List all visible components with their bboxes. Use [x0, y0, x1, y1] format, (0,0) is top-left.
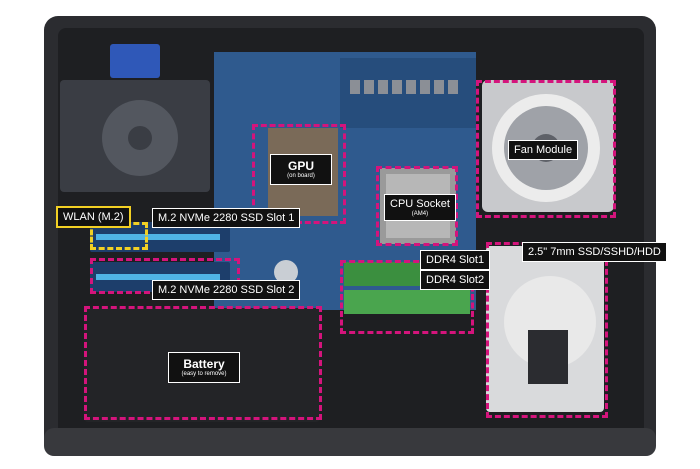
battery-zone — [84, 306, 322, 420]
battery-sublabel: (easy to remove) — [181, 371, 227, 377]
ram-stick-2 — [344, 290, 470, 314]
cpu-label-text: CPU Socket — [390, 198, 450, 210]
connector-blue — [110, 44, 160, 78]
cpu-label: CPU Socket (AM4) — [384, 194, 456, 221]
ram-zone — [340, 260, 474, 334]
battery-label: Battery (easy to remove) — [168, 352, 240, 383]
fan-label: Fan Module — [508, 140, 579, 160]
battery-label-text: Battery — [183, 357, 225, 371]
hdd-zone — [486, 242, 608, 418]
fan-zone — [476, 80, 616, 218]
gpu-sublabel: (on board) — [287, 173, 315, 179]
cpu-zone — [376, 166, 458, 246]
hdd-label: 2.5" 7mm SSD/SSHD/HDD — [522, 242, 667, 262]
gpu-label: GPU (on board) — [270, 154, 332, 185]
ssd-slot-2-label: M.2 NVMe 2280 SSD Slot 2 — [152, 280, 301, 300]
ssd-slot-1-label: M.2 NVMe 2280 SSD Slot 1 — [152, 208, 301, 228]
chassis-bottom-edge — [44, 428, 656, 456]
ddr4-slot-2-label: DDR4 Slot2 — [420, 270, 491, 290]
gpu-label-text: GPU — [287, 159, 314, 173]
ddr4-slot-1-label: DDR4 Slot1 — [420, 250, 491, 270]
cmos-battery — [274, 260, 298, 284]
wlan-label: WLAN (M.2) — [56, 206, 131, 228]
vrm-chokes — [350, 80, 458, 94]
cpu-sublabel: (AM4) — [411, 211, 429, 217]
